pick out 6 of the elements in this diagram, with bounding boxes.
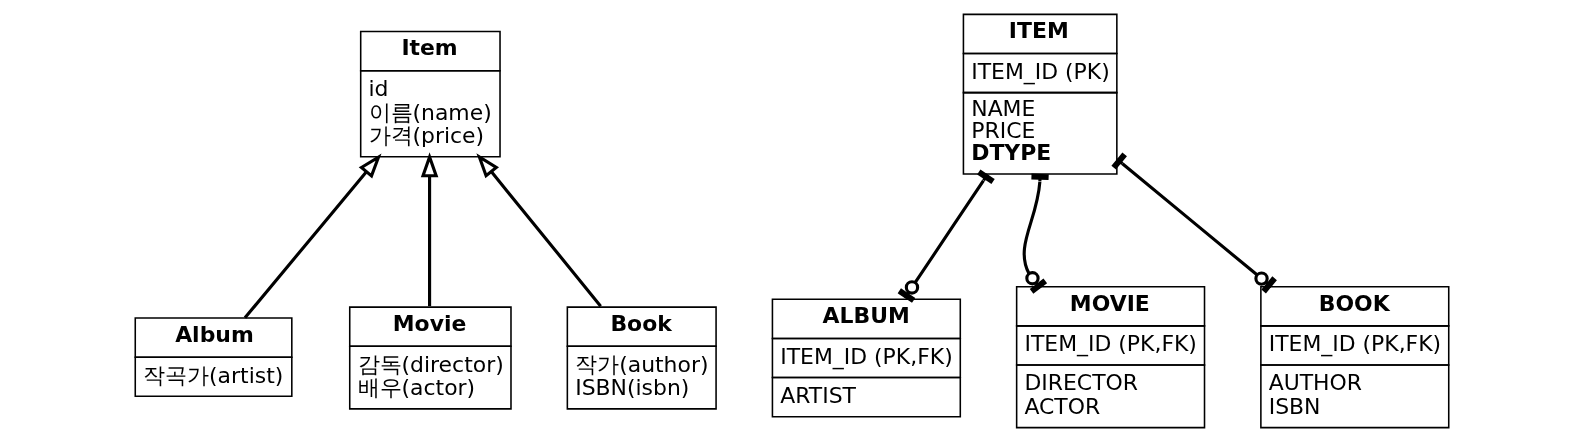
connector	[1022, 173, 1049, 294]
arrow	[420, 152, 439, 307]
connector	[1111, 152, 1277, 294]
connector	[897, 169, 995, 303]
arrow	[476, 153, 602, 308]
arrow	[243, 153, 382, 319]
